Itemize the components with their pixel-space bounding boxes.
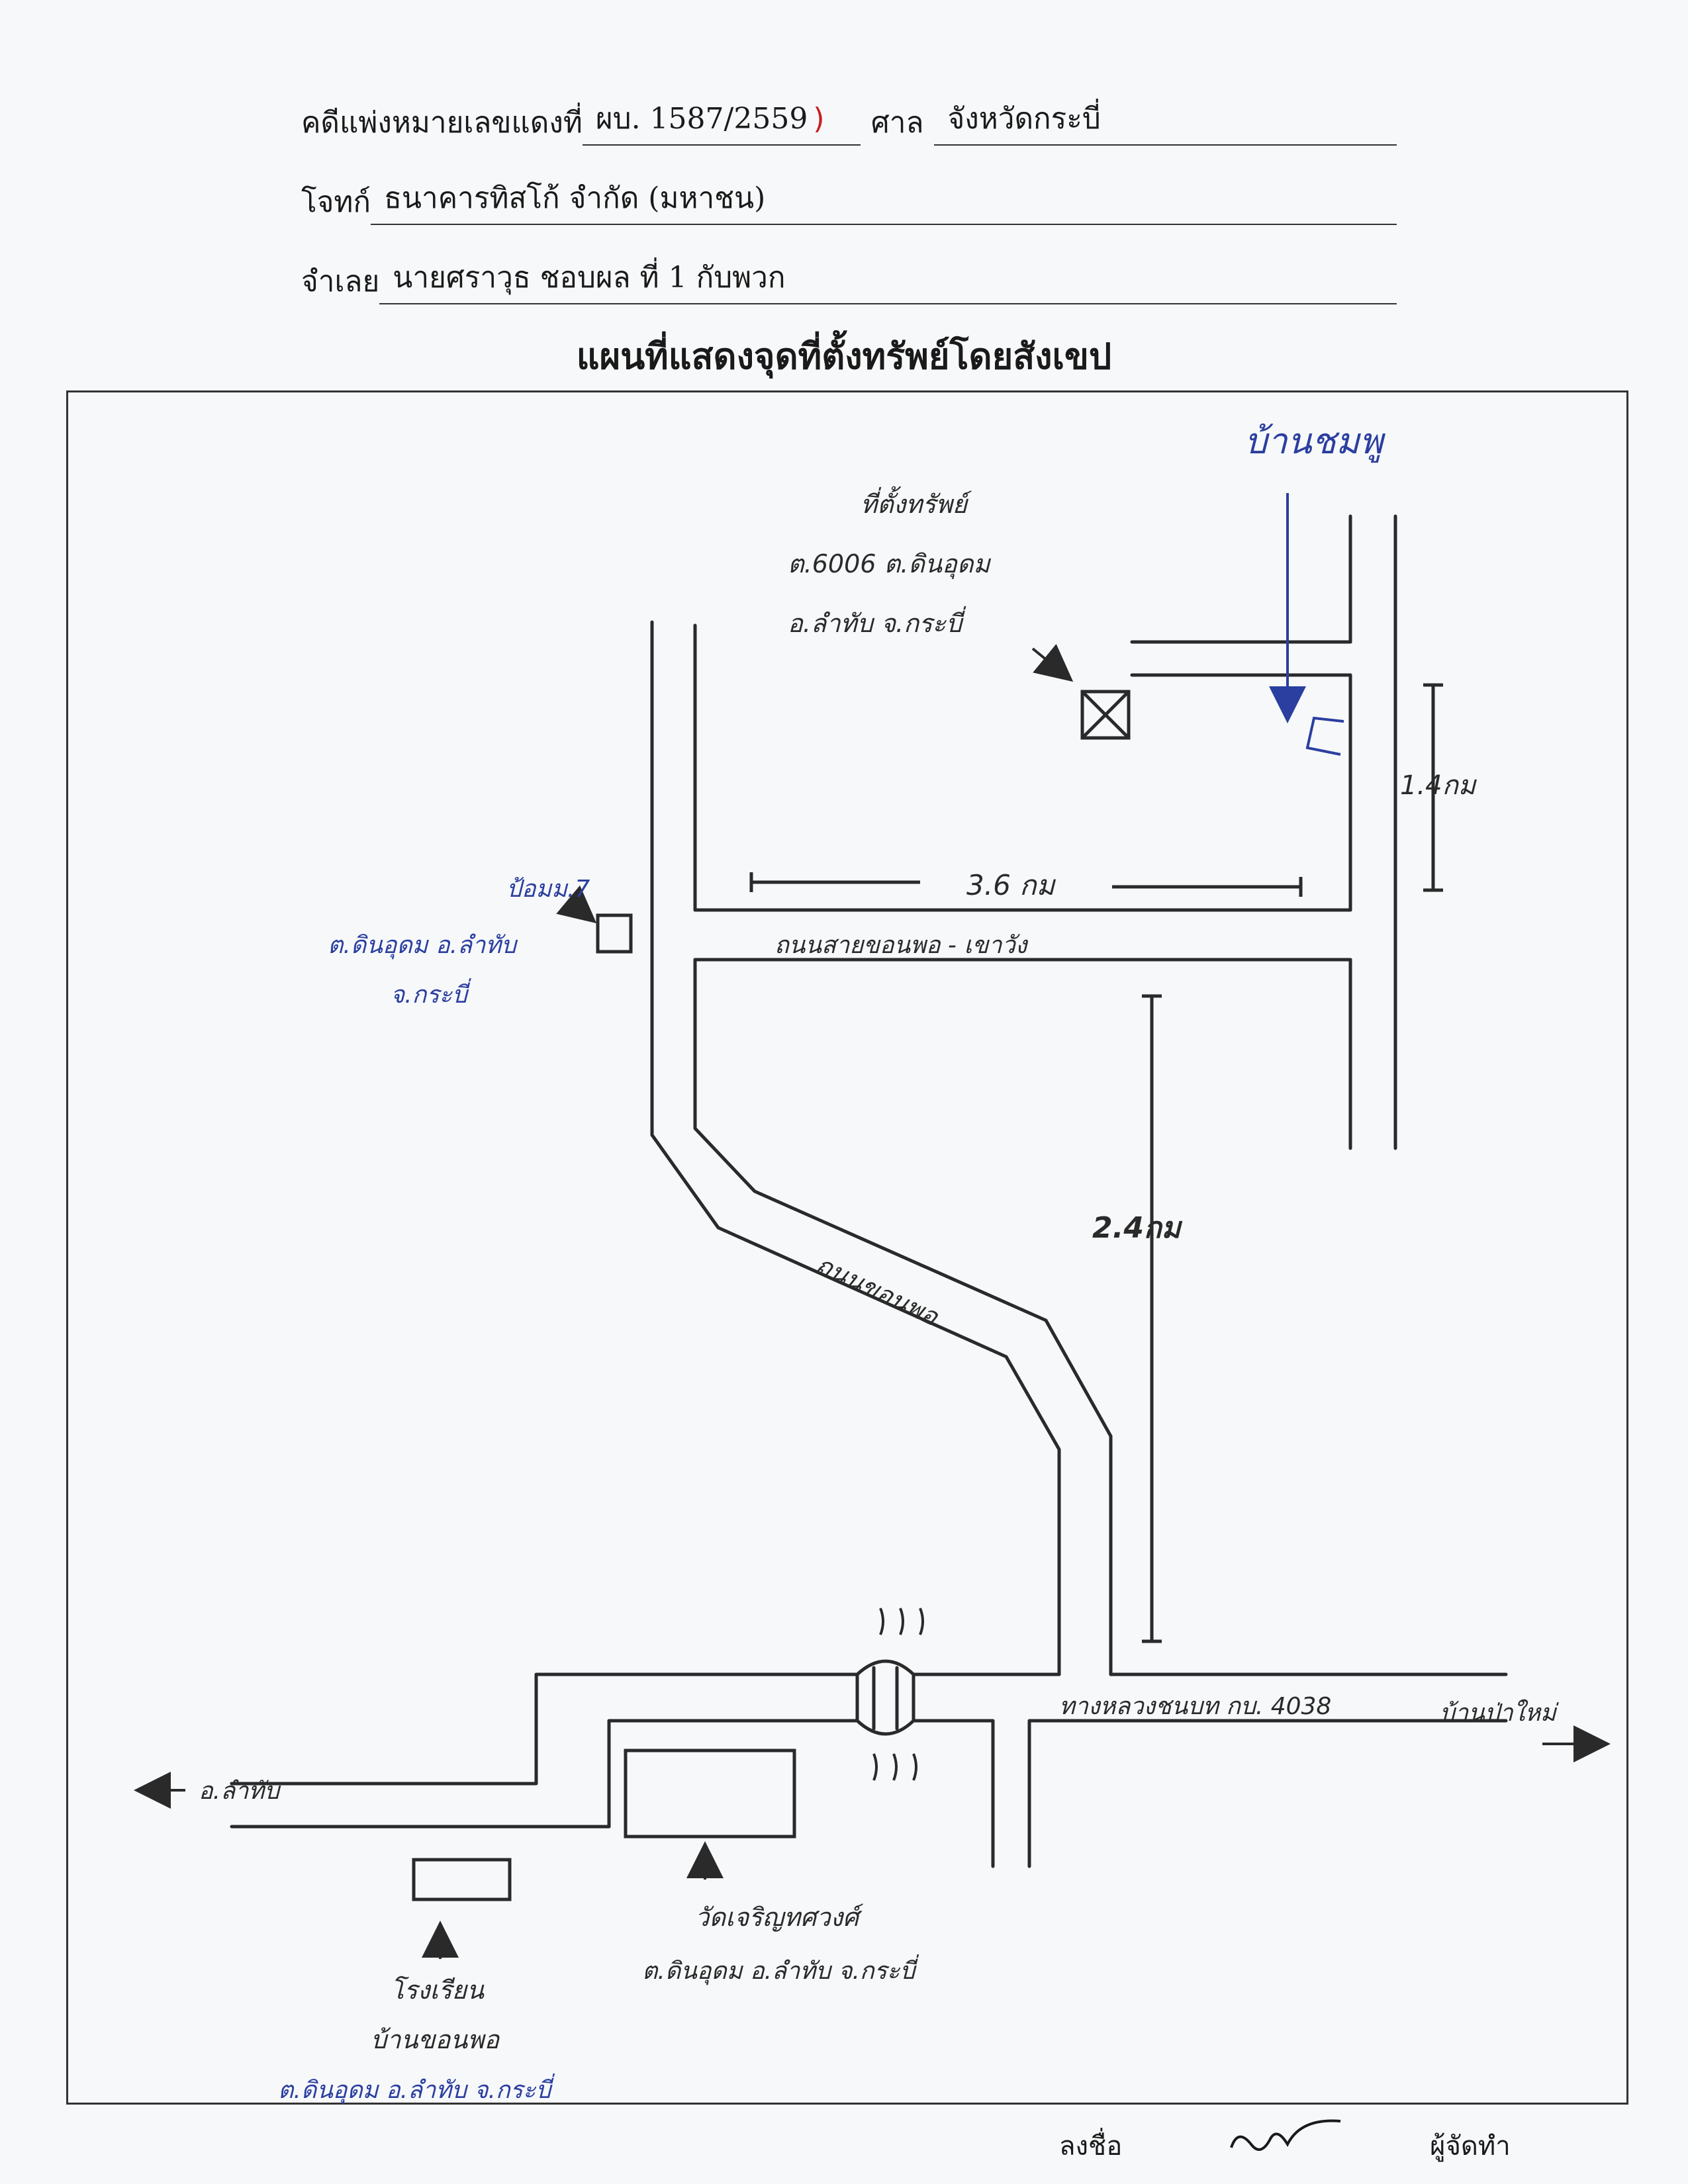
blue-house-mark <box>1305 716 1344 756</box>
school-line2: บ้านขอนพอ <box>371 2025 500 2054</box>
bridge-outline <box>855 1659 915 1736</box>
distance-middle-line-left <box>749 872 920 892</box>
road-diagonal-label: ถนนขอนพอ <box>812 1250 944 1332</box>
health-station-line1: ป้อมม.7 <box>506 876 590 903</box>
highway-south-edge-east <box>912 1719 995 1868</box>
distance-middle-label: 3.6 กม <box>966 869 1056 901</box>
plaintiff-label: โจทก์ <box>301 185 371 219</box>
temple-box <box>624 1749 796 1839</box>
highway-label: ทางหลวงชนบท กบ. 4038 <box>1059 1693 1331 1720</box>
to-right-label: บ้านป่าใหม่ <box>1440 1699 1560 1727</box>
distance-east-label: 1.4กม <box>1400 770 1477 801</box>
case-number-row: คดีแพ่งหมายเลขแดงที่ ผบ. 1587/2559) ศาล … <box>301 99 1397 146</box>
case-mark: ) <box>813 102 825 136</box>
plaintiff-name: ธนาคารทิสโก้ จำกัด (มหาชน) <box>371 175 1397 225</box>
court-label: ศาล <box>870 106 924 140</box>
school-line3: ต.ดินอุดม อ.ลำทับ จ.กระบี่ <box>278 2073 555 2105</box>
case-label: คดีแพ่งหมายเลขแดงที่ <box>301 106 583 140</box>
maker-label: ผู้จัดทำ <box>1430 2131 1511 2161</box>
water-marks <box>872 1608 924 1781</box>
sign-label: ลงชื่อ <box>1059 2131 1123 2161</box>
distance-markers <box>749 683 1443 1643</box>
property-label-line1: ที่ตั้งทรัพย์ <box>861 486 972 519</box>
case-number-field: ผบ. 1587/2559) <box>582 95 861 146</box>
defendant-row: จำเลย นายศราวุธ ชอบผล ที่ 1 กับพวก <box>301 258 1397 304</box>
court-name: จังหวัดกระบี่ <box>934 95 1397 146</box>
distance-south-line <box>1142 994 1162 1643</box>
health-station-line3: จ.กระบี่ <box>391 978 471 1009</box>
highway-south-edge-far-east <box>1027 1719 1508 1868</box>
temple-line1: วัดเจริญทศวงศ์ <box>695 1903 864 1932</box>
distance-south-label: 2.4กม <box>1092 1211 1183 1245</box>
main-road-west-edge <box>650 620 1061 1676</box>
school-box <box>412 1858 512 1901</box>
case-number: ผบ. 1587/2559 <box>595 102 808 136</box>
distance-east-line <box>1423 683 1443 892</box>
defendant-name: นายศราวุธ ชอบผล ที่ 1 กับพวก <box>379 254 1397 304</box>
road-upper-label: ถนนสายขอนพอ - เขาวัง <box>774 932 1029 959</box>
health-station-box <box>596 913 633 954</box>
main-road-east-edge-lower <box>693 958 1113 1676</box>
health-station-pointer <box>556 885 597 924</box>
plaintiff-row: โจทก์ ธนาคารทิสโก้ จำกัด (มหาชน) <box>301 179 1397 225</box>
property-marker <box>1080 690 1131 740</box>
temple-line2: ต.ดินอุดม อ.ลำทับ จ.กระบี่ <box>642 1954 919 1985</box>
defendant-label: จำเลย <box>301 265 380 298</box>
to-left-label: อ.ลำทับ <box>199 1778 281 1805</box>
property-pointer <box>1031 643 1074 682</box>
map-frame <box>66 390 1628 2105</box>
school-line1: โรงเรียน <box>391 1976 485 2005</box>
map-title: แผนที่แสดงจุดที่ตั้งทรัพย์โดยสังเขป <box>576 335 1112 377</box>
property-label-line2: ต.6006 ต.ดินอุดม <box>788 549 991 579</box>
distance-middle-line-right <box>1112 877 1303 897</box>
health-station-line2: ต.ดินอุดม อ.ลำทับ <box>328 932 518 960</box>
village-note: บ้านชมพู <box>1244 420 1386 463</box>
signature-mark <box>1230 2119 1341 2151</box>
highway-north-edge-west <box>230 1672 859 1786</box>
highway-south-edge <box>607 1719 859 1829</box>
property-label-line3: อ.ลำทับ จ.กระบี่ <box>788 606 966 638</box>
